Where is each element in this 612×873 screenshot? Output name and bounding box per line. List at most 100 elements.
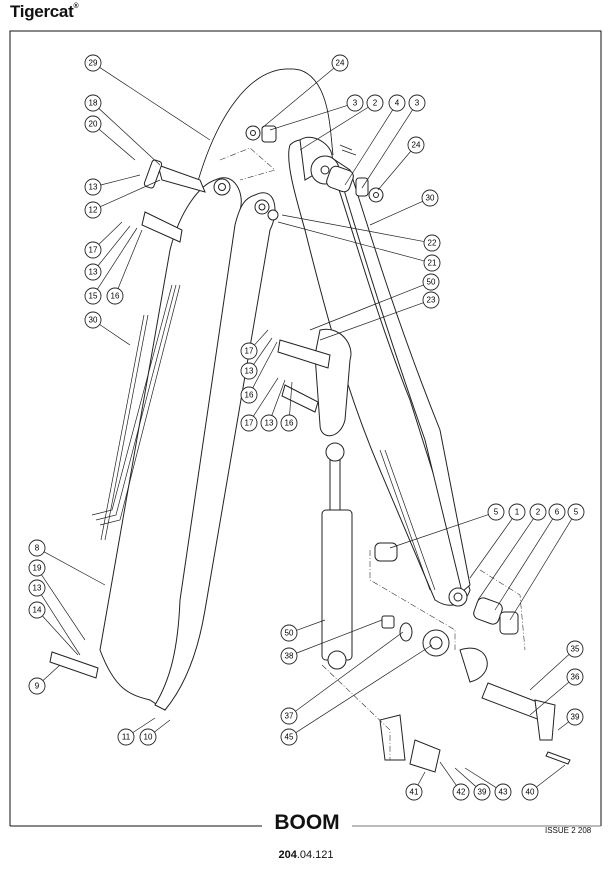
callout-label: 9 — [35, 682, 40, 691]
leader-line — [389, 514, 489, 549]
callout-17: 17 — [240, 342, 258, 360]
leader-line — [253, 337, 273, 365]
page-number-rest: .04.121 — [296, 849, 334, 861]
callout-circle — [567, 503, 585, 521]
page-number: 204.04.121 — [0, 849, 612, 861]
callout-label: 29 — [89, 59, 98, 68]
leader-line — [154, 719, 171, 733]
callout-circle — [117, 728, 135, 746]
brand-name: Tigercat — [10, 2, 74, 21]
callout-circle — [422, 273, 440, 291]
callout-label: 16 — [111, 292, 120, 301]
drawing-title: BOOM — [262, 811, 352, 835]
callout-circle — [84, 54, 102, 72]
callout-label: 18 — [89, 99, 98, 108]
callout-circle — [487, 503, 505, 521]
callout-50: 50 — [280, 624, 298, 642]
leader-line — [100, 174, 141, 186]
leader-line — [557, 721, 569, 731]
callout-circle — [421, 189, 439, 207]
callout-50: 50 — [422, 273, 440, 291]
callout-circle — [139, 728, 157, 746]
callout-21: 21 — [423, 254, 441, 272]
callout-41: 41 — [405, 783, 423, 801]
leader-line — [344, 109, 394, 186]
leader-line — [439, 761, 457, 786]
callout-label: 21 — [428, 259, 437, 268]
callout-circle — [508, 503, 526, 521]
callout-12: 12 — [84, 201, 102, 219]
callout-circle — [280, 414, 298, 432]
leader-line — [295, 631, 404, 712]
leader-line — [117, 229, 143, 289]
callout-label: 13 — [265, 419, 274, 428]
callout-circle — [84, 311, 102, 329]
leader-line — [464, 767, 497, 789]
issue-label: ISSUE 2 208 — [545, 826, 592, 835]
callout-label: 16 — [285, 419, 294, 428]
leader-line — [99, 67, 211, 141]
callout-label: 2 — [373, 99, 378, 108]
callout-40: 40 — [521, 783, 539, 801]
callout-label: 23 — [427, 296, 436, 305]
callout-circle — [84, 178, 102, 196]
callout-29: 29 — [84, 54, 102, 72]
leader-line — [377, 150, 412, 191]
callout-label: 17 — [245, 347, 254, 356]
leader-line — [41, 594, 81, 656]
callout-circle — [280, 647, 298, 665]
callout-39: 39 — [566, 708, 584, 726]
callout-38: 38 — [280, 647, 298, 665]
leader-line — [43, 551, 106, 586]
callout-circle — [240, 386, 258, 404]
callout-label: 15 — [89, 292, 98, 301]
leader-line — [254, 329, 269, 346]
callout-circle — [407, 136, 425, 154]
leader-line — [41, 574, 86, 641]
leader-line — [361, 109, 413, 189]
page-number-section: 204 — [278, 849, 297, 861]
callout-label: 24 — [412, 141, 421, 150]
callout-16: 16 — [240, 386, 258, 404]
callout-circle — [494, 783, 512, 801]
callout-circle — [423, 254, 441, 272]
callout-label: 40 — [526, 788, 535, 797]
callout-label: 13 — [89, 268, 98, 277]
callout-label: 1 — [515, 508, 520, 517]
leader-line — [509, 518, 573, 621]
callout-label: 36 — [571, 673, 580, 682]
callout-circle — [280, 728, 298, 746]
callout-circle — [566, 640, 584, 658]
callout-label: 5 — [494, 508, 499, 517]
leader-line — [100, 179, 161, 208]
leader-line — [309, 284, 424, 331]
callout-5: 5 — [567, 503, 585, 521]
callout-17: 17 — [84, 241, 102, 259]
leader-line — [253, 377, 279, 417]
callout-30: 30 — [84, 311, 102, 329]
leader-line — [369, 200, 423, 226]
callout-16: 16 — [106, 287, 124, 305]
callout-circle — [346, 94, 364, 112]
callout-circle — [405, 783, 423, 801]
callout-label: 8 — [35, 544, 40, 553]
callout-label: 37 — [285, 712, 294, 721]
callout-label: 45 — [285, 733, 294, 742]
leader-line — [469, 518, 513, 579]
callout-17: 17 — [240, 414, 258, 432]
callout-10: 10 — [139, 728, 157, 746]
callout-label: 6 — [555, 508, 560, 517]
callout-label: 16 — [245, 391, 254, 400]
leader-line — [98, 128, 136, 161]
callout-11: 11 — [117, 728, 135, 746]
callout-label: 20 — [89, 120, 98, 129]
leader-line — [529, 681, 570, 716]
callout-label: 3 — [353, 99, 358, 108]
callout-label: 19 — [33, 564, 42, 573]
brand-mark: ® — [73, 3, 79, 10]
callout-circle — [280, 624, 298, 642]
callout-label: 41 — [410, 788, 419, 797]
callout-13: 13 — [28, 579, 46, 597]
